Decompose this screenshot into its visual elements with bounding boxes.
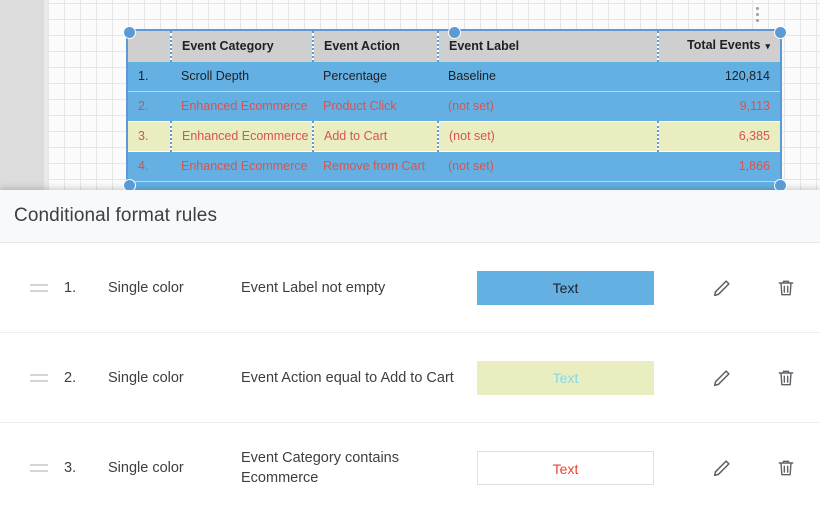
cell-event-label: (not set) bbox=[438, 91, 658, 122]
more-vert-icon[interactable] bbox=[751, 4, 763, 24]
rule-condition: Event Action equal to Add to Cart bbox=[241, 369, 454, 386]
rule-row[interactable]: 3. Single color Event Category contains … bbox=[0, 423, 820, 513]
column-header-event-action[interactable]: Event Action bbox=[312, 31, 438, 62]
rule-condition: Event Label not empty bbox=[241, 279, 386, 296]
canvas-left-rail-edge bbox=[44, 0, 48, 190]
dot-3 bbox=[755, 18, 759, 22]
cell-total-events: 6,385 bbox=[657, 121, 780, 152]
drag-bar-2 bbox=[30, 379, 48, 382]
drag-bar-1 bbox=[30, 283, 48, 286]
cell-event-action: Product Click bbox=[313, 91, 438, 122]
table-row[interactable]: 5. Enhanced Ecommerce Quickview Click An… bbox=[128, 181, 780, 190]
cell-event-action: Add to Cart bbox=[312, 121, 438, 152]
rule-type: Single color bbox=[108, 279, 184, 296]
pencil-icon[interactable] bbox=[702, 277, 742, 299]
drag-bar-1 bbox=[30, 373, 48, 376]
table-row[interactable]: 1. Scroll Depth Percentage Baseline 120,… bbox=[128, 61, 780, 92]
cell-total-events: 1,220 bbox=[658, 181, 780, 190]
rule-type: Single color bbox=[108, 369, 184, 386]
rules-list: 1. Single color Event Label not empty Te… bbox=[0, 243, 820, 513]
column-header-event-category[interactable]: Event Category bbox=[170, 31, 313, 62]
column-header-event-label[interactable]: Event Label bbox=[437, 31, 658, 62]
resize-handle-top-middle[interactable] bbox=[448, 26, 461, 39]
table-row[interactable]: 4. Enhanced Ecommerce Remove from Cart (… bbox=[128, 151, 780, 182]
cell-event-action: Percentage bbox=[313, 61, 438, 92]
cell-event-label: (not set) bbox=[438, 151, 658, 182]
cell-event-label: Baseline bbox=[438, 61, 658, 92]
drag-handle-icon[interactable] bbox=[14, 283, 64, 292]
column-header-index[interactable] bbox=[128, 31, 171, 62]
cell-index: 4. bbox=[128, 151, 171, 182]
canvas-left-rail bbox=[0, 0, 44, 190]
dot-2 bbox=[755, 12, 759, 16]
table-row[interactable]: 2. Enhanced Ecommerce Product Click (not… bbox=[128, 91, 780, 122]
cell-index: 2. bbox=[128, 91, 171, 122]
table-header-row: Event Category Event Action Event Label … bbox=[128, 31, 780, 62]
rule-index: 1. bbox=[64, 279, 77, 296]
rule-index: 3. bbox=[64, 460, 77, 476]
conditional-format-rules-dialog: Conditional format rules 1. Single color… bbox=[0, 190, 820, 524]
rule-preview-swatch[interactable]: Text bbox=[477, 270, 654, 305]
rule-row[interactable]: 2. Single color Event Action equal to Ad… bbox=[0, 333, 820, 423]
pencil-icon[interactable] bbox=[702, 457, 742, 479]
cell-event-label: Android Tape Handle Black bbox=[438, 181, 658, 190]
resize-handle-bottom-left[interactable] bbox=[123, 179, 136, 190]
trash-icon[interactable] bbox=[766, 277, 806, 299]
column-header-total-events[interactable]: Total Events ▾ bbox=[657, 31, 780, 62]
drag-bar-2 bbox=[30, 289, 48, 292]
column-header-total-events-text: Total Events bbox=[687, 38, 761, 52]
table-body: 1. Scroll Depth Percentage Baseline 120,… bbox=[128, 61, 780, 190]
cell-total-events: 9,113 bbox=[658, 91, 780, 122]
rule-type: Single color bbox=[108, 460, 184, 476]
rule-condition: Event Category contains Ecommerce bbox=[241, 450, 399, 486]
resize-handle-bottom-right[interactable] bbox=[774, 179, 787, 190]
rule-preview-swatch[interactable]: Text bbox=[477, 360, 654, 395]
resize-handle-top-left[interactable] bbox=[123, 26, 136, 39]
dot-1 bbox=[755, 6, 759, 10]
report-table-widget[interactable]: Event Category Event Action Event Label … bbox=[126, 29, 782, 190]
table-header: Event Category Event Action Event Label … bbox=[128, 31, 780, 62]
drag-handle-icon[interactable] bbox=[14, 464, 64, 472]
cell-index: 1. bbox=[128, 61, 171, 92]
table-row[interactable]: 3. Enhanced Ecommerce Add to Cart (not s… bbox=[128, 121, 780, 152]
rule-index: 2. bbox=[64, 369, 77, 386]
rule-row[interactable]: 1. Single color Event Label not empty Te… bbox=[0, 243, 820, 333]
cell-index: 5. bbox=[128, 181, 171, 190]
drag-handle-icon[interactable] bbox=[14, 373, 64, 382]
dialog-title: Conditional format rules bbox=[14, 205, 218, 226]
dialog-header: Conditional format rules bbox=[0, 190, 820, 243]
cell-event-label: (not set) bbox=[437, 121, 658, 152]
cell-event-category: Enhanced Ecommerce bbox=[171, 151, 313, 182]
cell-event-category: Scroll Depth bbox=[171, 61, 313, 92]
drag-bar-1 bbox=[30, 464, 48, 466]
drag-bar-2 bbox=[30, 470, 48, 472]
cell-event-category: Enhanced Ecommerce bbox=[171, 181, 313, 190]
cell-index: 3. bbox=[128, 121, 171, 152]
trash-icon[interactable] bbox=[766, 457, 806, 479]
report-canvas: Event Category Event Action Event Label … bbox=[0, 0, 820, 190]
cell-total-events: 1,866 bbox=[658, 151, 780, 182]
cell-event-action: Remove from Cart bbox=[313, 151, 438, 182]
sort-descending-icon[interactable]: ▾ bbox=[765, 41, 770, 51]
rule-preview-swatch[interactable]: Text bbox=[477, 451, 654, 485]
cell-event-action: Quickview Click bbox=[313, 181, 438, 190]
resize-handle-top-right[interactable] bbox=[774, 26, 787, 39]
cell-event-category: Enhanced Ecommerce bbox=[171, 91, 313, 122]
pencil-icon[interactable] bbox=[702, 367, 742, 389]
cell-event-category: Enhanced Ecommerce bbox=[170, 121, 313, 152]
trash-icon[interactable] bbox=[766, 367, 806, 389]
report-table: Event Category Event Action Event Label … bbox=[128, 31, 780, 190]
cell-total-events: 120,814 bbox=[658, 61, 780, 92]
